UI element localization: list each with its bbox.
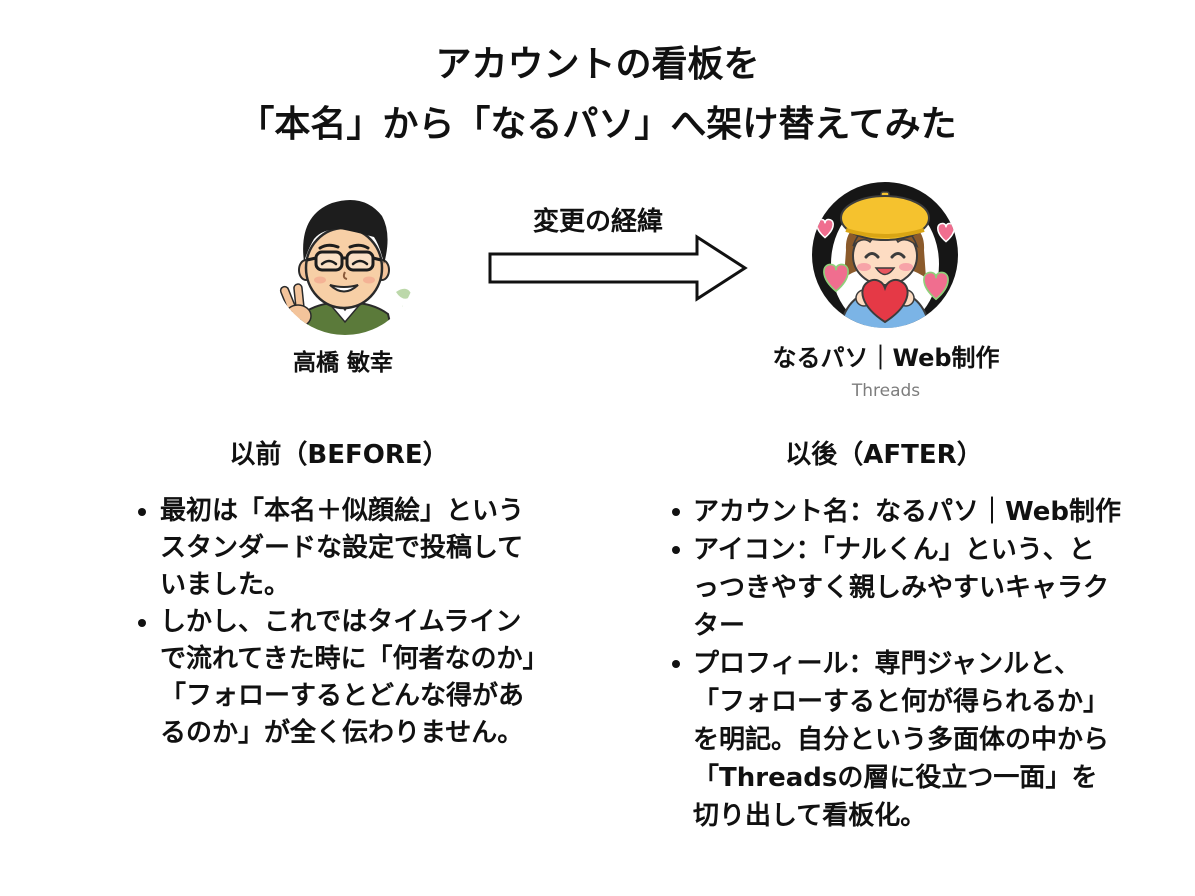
list-item: アカウント名：なるパソ｜Web制作 xyxy=(668,493,1121,531)
mouth xyxy=(329,284,359,293)
page-title: アカウントの看板を 「本名」から「なるパソ」へ架け替えてみた xyxy=(0,35,1195,155)
right-cheek xyxy=(899,263,913,271)
heart-icon xyxy=(861,278,909,324)
title-line-1: アカウントの看板を xyxy=(435,44,760,85)
after-bullet-list: アカウント名：なるパソ｜Web制作 アイコン：「ナルくん」という、と っつきやす… xyxy=(668,493,1121,835)
list-item-line: プロフィール：専門ジャンルと、 xyxy=(693,649,1081,679)
hair xyxy=(303,199,388,264)
list-item-line: るのか」が全く伝わりません。 xyxy=(160,718,524,748)
list-item-line: 切り出して看板化。 xyxy=(693,801,927,831)
list-item-line: アカウント名：なるパソ｜Web制作 xyxy=(693,497,1121,527)
list-item-line: ター xyxy=(693,611,746,641)
list-item-line: を明記。自分という多面体の中から xyxy=(693,725,1110,755)
arrow-label: 変更の経緯 xyxy=(532,207,663,237)
bullet-dot xyxy=(672,546,680,554)
list-item-line: 「フォローするとどんな得があ xyxy=(160,681,525,711)
left-eye xyxy=(320,259,338,266)
title-line-2: 「本名」から「なるパソ」へ架け替えてみた xyxy=(238,104,957,145)
bullet-dot xyxy=(672,660,680,668)
list-item: しかし、これではタイムライン で流れてきた時に「何者なのか」 「フォローするとど… xyxy=(135,604,548,752)
left-eye xyxy=(864,252,880,259)
bullet-dot xyxy=(138,508,146,516)
list-item: プロフィール：専門ジャンルと、 「フォローすると何が得られるか」 を明記。自分と… xyxy=(668,645,1121,835)
list-item-line: しかし、これではタイムライン xyxy=(160,607,522,637)
after-heading: 以後（AFTER） xyxy=(785,440,983,470)
list-item-line: いました。 xyxy=(160,570,291,600)
before-account-name: 高橋 敏幸 xyxy=(292,350,393,376)
mouth xyxy=(874,267,896,276)
before-bullet-list: 最初は「本名＋似顔絵」という スタンダードな設定で投稿して いました。 しかし、… xyxy=(135,493,548,752)
list-item-line: 「フォローすると何が得られるか」 xyxy=(693,687,1110,717)
right-eye xyxy=(890,252,906,259)
left-eyebrow xyxy=(318,243,340,250)
list-item-line: 「Threadsの層に役立つ一面」を xyxy=(693,763,1098,793)
platform-label: Threads xyxy=(851,381,921,401)
bullet-dot xyxy=(672,508,680,516)
right-arrow-icon xyxy=(488,234,748,302)
list-item: アイコン：「ナルくん」という、と っつきやすく親しみやすいキャラク ター xyxy=(668,531,1121,645)
list-item-line: スタンダードな設定で投稿して xyxy=(160,533,524,563)
before-heading: 以前（BEFORE） xyxy=(229,440,449,470)
character-illustration xyxy=(812,182,958,328)
list-item-line: で流れてきた時に「何者なのか」 xyxy=(160,644,549,674)
left-cheek xyxy=(314,276,326,284)
list-item: 最初は「本名＋似顔絵」という スタンダードな設定で投稿して いました。 xyxy=(135,493,548,604)
right-cheek xyxy=(363,276,375,284)
after-account-name: なるパソ｜Web制作 xyxy=(772,344,1000,372)
portrait-illustration xyxy=(273,191,417,335)
list-item-line: っつきやすく親しみやすいキャラク xyxy=(693,573,1110,603)
nose xyxy=(342,271,348,280)
left-cheek xyxy=(857,263,871,271)
arrow-shape xyxy=(488,234,748,302)
list-item-line: アイコン：「ナルくん」という、と xyxy=(693,535,1095,565)
list-item-line: 最初は「本名＋似顔絵」という xyxy=(160,496,525,526)
bullet-dot xyxy=(138,619,146,627)
right-eyebrow xyxy=(348,243,370,250)
beret xyxy=(840,191,930,241)
right-eye xyxy=(351,259,369,266)
